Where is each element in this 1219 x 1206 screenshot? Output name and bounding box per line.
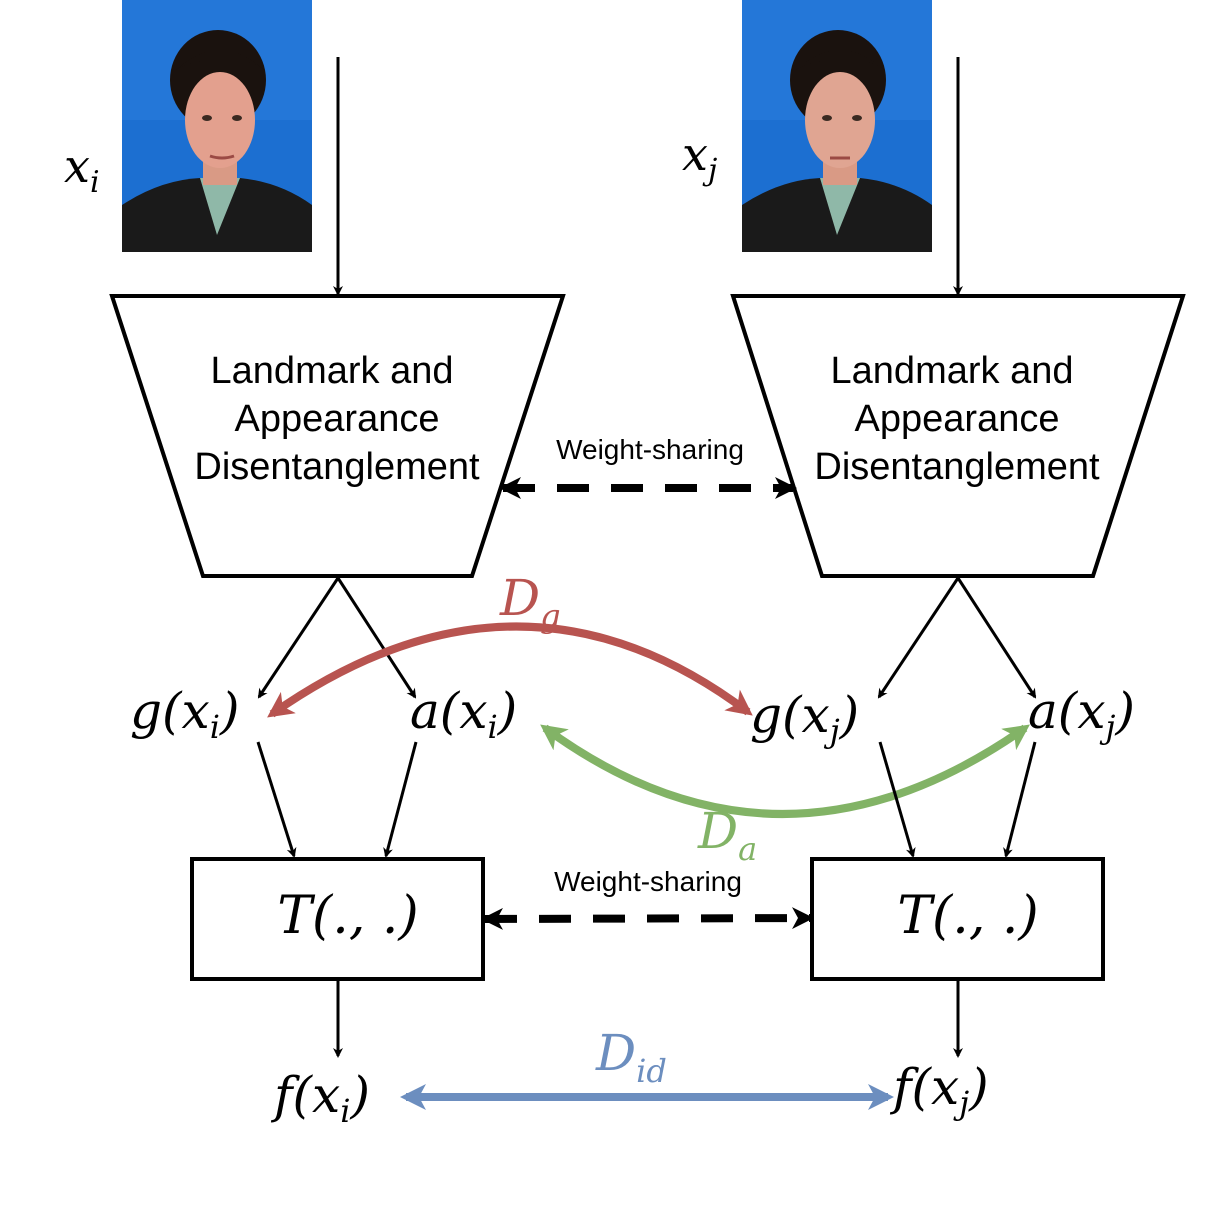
transform-box-left: T(., .)	[190, 857, 485, 981]
distance-identity-label: Did	[595, 1024, 667, 1090]
arrow-a-right-to-t	[1003, 741, 1037, 858]
feature-a-right: a(xj)	[1028, 682, 1135, 746]
encoder-right: Landmark and Appearance Disentanglement	[730, 294, 1186, 578]
transform-label-right: T(., .)	[897, 886, 1038, 946]
feature-g-left: g(xi)	[130, 682, 239, 746]
feature-g-right: g(xj)	[750, 686, 859, 750]
arrow-enc-right-to-g	[877, 577, 960, 699]
input-photo-left	[122, 0, 312, 252]
output-f-left: f(xi)	[270, 1066, 370, 1130]
distance-geometry-arrow	[267, 622, 753, 718]
transform-box-right: T(., .)	[810, 857, 1105, 981]
input-label-right: xj	[682, 127, 717, 188]
encoder-left: Landmark and Appearance Disentanglement	[109, 294, 566, 578]
encoder-left-line2: Appearance	[235, 398, 440, 440]
weight-sharing-arrow-bottom	[481, 907, 814, 930]
feature-a-left: a(xi)	[410, 682, 517, 746]
input-photo-right	[742, 0, 932, 252]
distance-appearance-arrow	[540, 724, 1030, 818]
distance-geometry-label: Dg	[499, 569, 561, 635]
encoder-left-line3: Disentanglement	[194, 446, 480, 488]
arrow-g-right-to-t	[878, 741, 916, 858]
weight-sharing-label-top: Weight-sharing	[556, 434, 744, 465]
encoder-right-line1: Landmark and	[831, 350, 1074, 392]
output-f-right: f(xj)	[889, 1058, 989, 1122]
distance-appearance-label: Da	[697, 802, 757, 868]
arrow-enc-right-to-a	[956, 577, 1037, 699]
arrow-enc-left-to-a	[336, 577, 417, 699]
arrow-g-left-to-t	[256, 741, 297, 858]
weight-sharing-label-bottom: Weight-sharing	[554, 866, 742, 897]
arrow-enc-left-to-g	[257, 577, 340, 699]
encoder-right-line2: Appearance	[855, 398, 1060, 440]
arrow-a-left-to-t	[383, 741, 418, 858]
encoder-left-line1: Landmark and	[211, 350, 454, 392]
input-label-left: xi	[64, 139, 100, 200]
transform-label-left: T(., .)	[277, 886, 418, 946]
encoder-right-line3: Disentanglement	[814, 446, 1100, 488]
